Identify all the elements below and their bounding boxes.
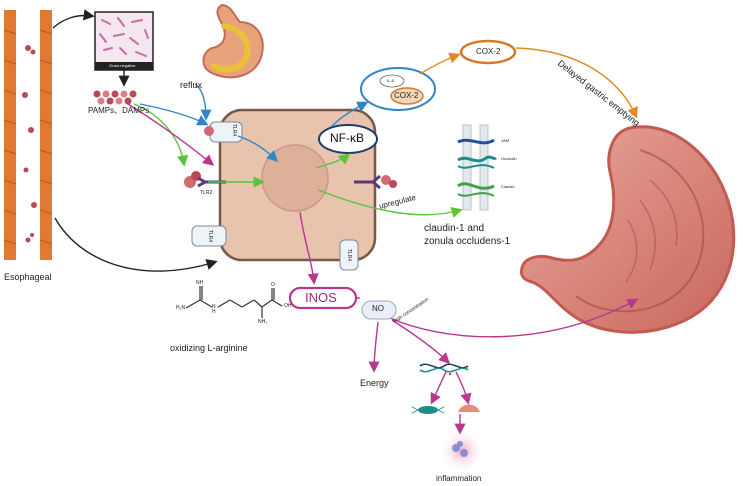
tlr4-receptor-left <box>191 225 227 247</box>
molecule-oh: OH <box>284 303 292 309</box>
l-arginine-molecule <box>185 286 283 318</box>
molecule-h2n: H₂N <box>176 305 186 311</box>
molecule-h: H <box>212 309 216 315</box>
tlr2-label: TLR2 <box>200 190 213 196</box>
esophageal-label: Esophageal <box>4 272 52 282</box>
molecule-n: N <box>212 304 216 310</box>
pamps-dots <box>93 90 137 105</box>
gram-negative-box <box>94 11 154 71</box>
claudin-zonula-line1: claudin-1 and <box>424 223 485 234</box>
inos-label: INOS <box>305 290 337 305</box>
occludin-label: Occludin <box>501 156 517 161</box>
nfkb-oval <box>318 124 378 154</box>
reflux-stomach-icon <box>202 3 264 79</box>
inflammation-cells <box>452 441 468 457</box>
tlr4-top-label: TLR4 <box>231 123 238 137</box>
claudin-zonula-line2: zonula occludens-1 <box>424 236 511 247</box>
il6-label: IL-6 <box>387 78 394 83</box>
tight-junction <box>457 124 498 211</box>
bacteria-icon <box>411 406 445 414</box>
right-receptor <box>354 174 397 190</box>
molecule-nh-top: NH <box>196 280 204 286</box>
jam-label: JAM <box>501 138 509 143</box>
molecule-o: O <box>271 282 275 288</box>
tlr4-receptor-right <box>339 239 359 271</box>
tlr4-receptor-top <box>209 121 243 143</box>
inflammation-label: inflammation <box>436 474 482 483</box>
cox2-small-label: COX-2 <box>394 91 419 100</box>
no-label: NO <box>372 304 384 313</box>
inos-box <box>288 286 358 310</box>
tlr4-right-label: TLR4 <box>346 248 353 262</box>
esophagus-muscle <box>3 10 53 260</box>
molecule-nh2: NH₂ <box>258 319 268 325</box>
no-box <box>361 300 397 320</box>
pamps-damps-label: PAMPs、DAMPs <box>88 106 150 115</box>
damaged-cell-icon <box>458 404 480 412</box>
energy-label: Energy <box>360 378 389 388</box>
cox2-top-label: COX-2 <box>476 47 501 56</box>
tlr4-left-label: TLR4 <box>207 229 214 243</box>
oxidizing-l-arginine-label: oxidizing L-arginine <box>170 343 248 353</box>
stomach <box>520 125 736 334</box>
arrows <box>52 9 639 435</box>
cell-nucleus <box>261 144 329 212</box>
gram-negative-label: Gram-negative <box>109 63 136 68</box>
claudin-label: Claudin <box>501 184 515 189</box>
cox2-top-oval <box>459 39 517 65</box>
il6-pill <box>379 74 405 88</box>
reflux-label: reflux <box>180 80 203 90</box>
cox2-pill <box>390 87 424 105</box>
ligand-dot <box>204 126 214 136</box>
dna-strand <box>419 356 469 376</box>
nfkb-label: NF-κB <box>330 131 364 145</box>
